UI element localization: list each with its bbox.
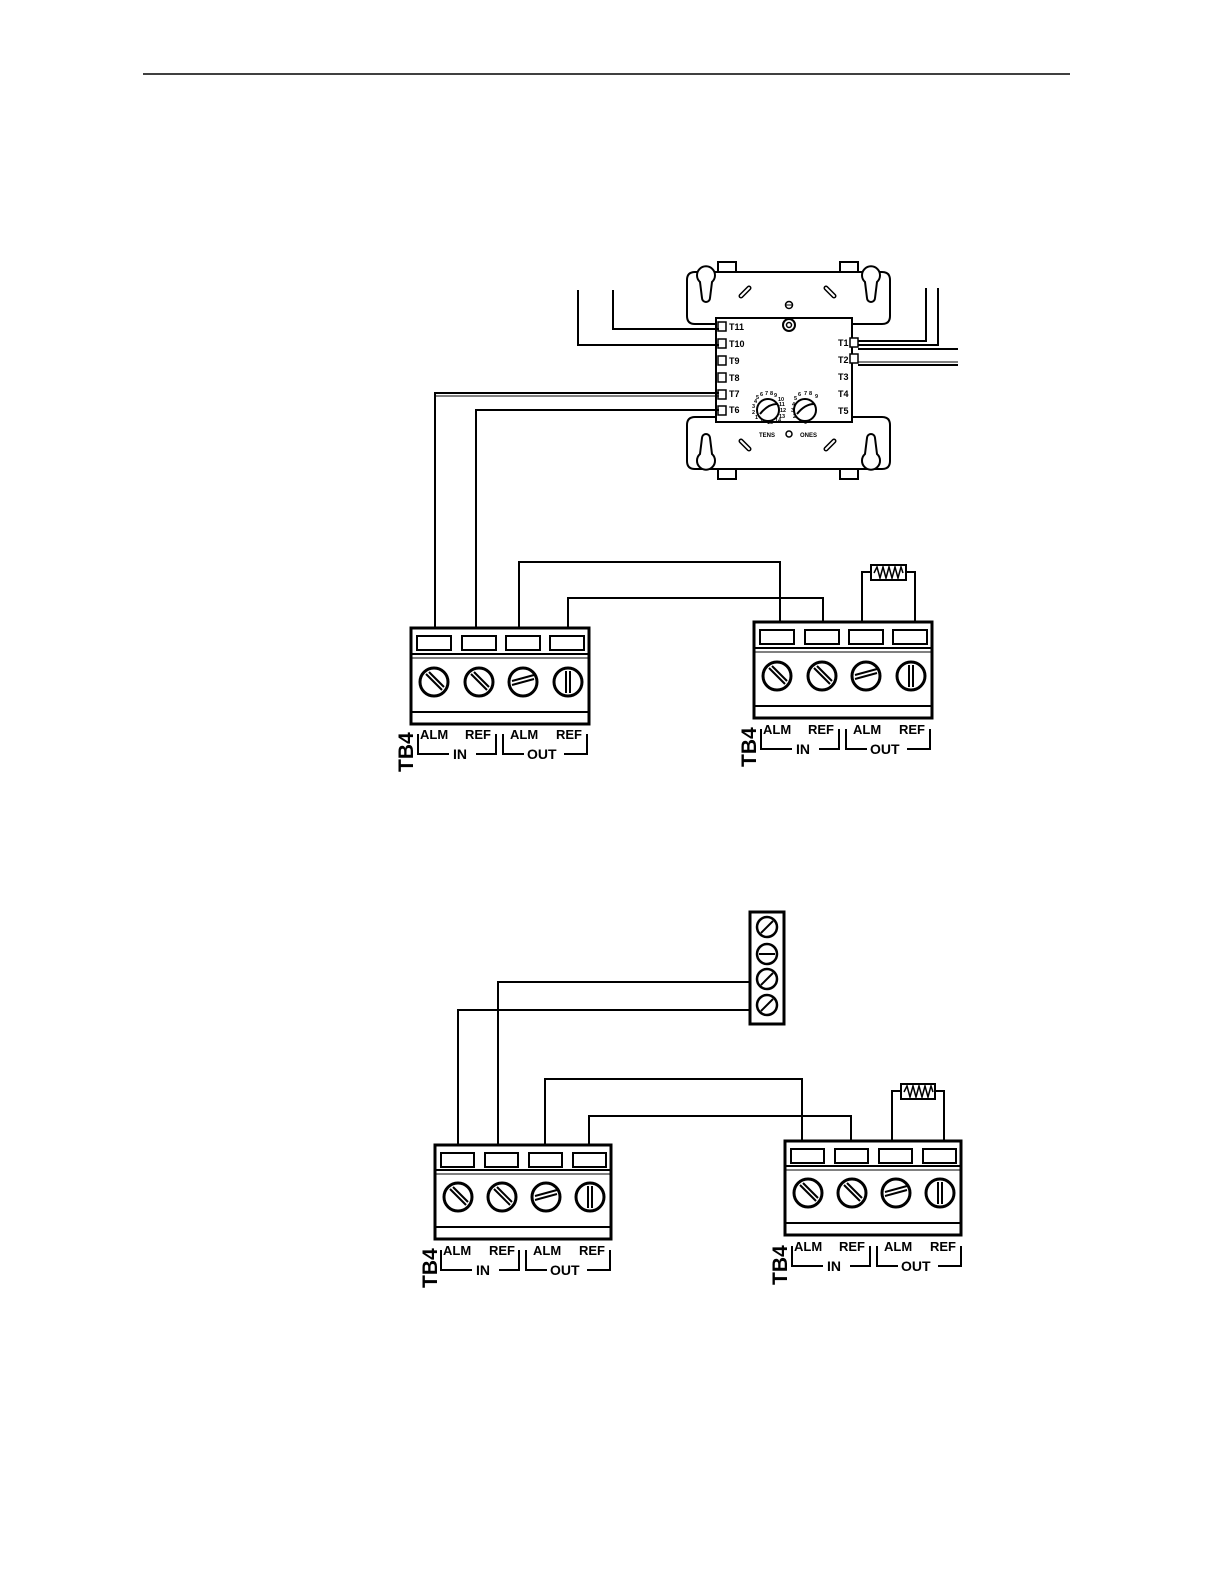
out-group-label: OUT — [901, 1258, 931, 1274]
terminal-label-t6: T6 — [729, 405, 740, 415]
terminal-label-t9: T9 — [729, 356, 740, 366]
ref-out-label: REF — [556, 727, 582, 742]
in-group-label: IN — [453, 746, 467, 762]
alm-in-label: ALM — [420, 727, 448, 742]
svg-text:8: 8 — [770, 391, 773, 397]
out-group-label: OUT — [550, 1262, 580, 1278]
svg-text:6: 6 — [760, 392, 763, 398]
tb4-labels: TB4 ALM REF ALM REF IN OUT — [419, 1243, 610, 1288]
tb4-labels: TB4 ALM REF ALM REF IN OUT — [738, 722, 930, 767]
svg-text:7: 7 — [765, 391, 768, 397]
svg-text:15: 15 — [767, 420, 773, 426]
out-group-label: OUT — [527, 746, 557, 762]
alm-in-label: ALM — [443, 1243, 471, 1258]
terminal-block-tb4 — [411, 628, 589, 724]
tb4-label: TB4 — [769, 1245, 792, 1285]
screw-terminal — [420, 668, 448, 696]
ref-out-label: REF — [930, 1239, 956, 1254]
svg-text:9: 9 — [815, 394, 818, 400]
screw-terminal — [554, 668, 582, 696]
eol-resistor — [901, 1084, 935, 1099]
ref-out-label: REF — [899, 722, 925, 737]
terminal-label-t4: T4 — [838, 389, 849, 399]
ref-in-label: REF — [808, 722, 834, 737]
alm-out-label: ALM — [510, 727, 538, 742]
terminal-block-tb4 — [435, 1145, 611, 1239]
svg-text:9: 9 — [774, 393, 777, 399]
ref-in-label: REF — [465, 727, 491, 742]
svg-text:1: 1 — [755, 415, 758, 421]
alm-in-label: ALM — [763, 722, 791, 737]
svg-text:7: 7 — [804, 391, 807, 397]
in-group-label: IN — [827, 1258, 841, 1274]
terminal-label-t10: T10 — [729, 339, 745, 349]
terminal-label-t7: T7 — [729, 389, 740, 399]
dial-ones-label: ONES — [800, 433, 817, 439]
tb4-labels: TB4 ALM REF ALM REF IN OUT — [769, 1239, 961, 1285]
svg-text:2: 2 — [793, 414, 796, 420]
ref-out-label: REF — [579, 1243, 605, 1258]
svg-text:1: 1 — [798, 419, 801, 425]
terminal-block-tb4 — [785, 1141, 961, 1235]
svg-text:13: 13 — [779, 414, 785, 420]
svg-text:5: 5 — [794, 396, 797, 402]
eol-resistor — [871, 565, 906, 580]
terminal-label-t11: T11 — [729, 322, 744, 332]
alm-in-label: ALM — [794, 1239, 822, 1254]
dial-tens-label: TENS — [759, 433, 775, 439]
out-group-label: OUT — [870, 741, 900, 757]
four-position-terminal-strip — [750, 912, 784, 1024]
screw-terminal — [465, 668, 493, 696]
terminal-label-t3: T3 — [838, 372, 849, 382]
tb4-label: TB4 — [419, 1248, 442, 1288]
top-diagram: T11 T10 T9 T8 T7 T6 T1 T2 T3 T4 T5 4 5 6… — [395, 262, 958, 772]
svg-text:0: 0 — [804, 420, 807, 426]
terminal-label-t8: T8 — [729, 373, 740, 383]
terminal-label-t2: T2 — [838, 355, 849, 365]
tb4-label: TB4 — [395, 732, 418, 772]
bottom-wiring — [458, 982, 944, 1145]
alm-out-label: ALM — [853, 722, 881, 737]
bottom-diagram: TB4 ALM REF ALM REF IN OUT — [419, 912, 961, 1288]
svg-text:5: 5 — [756, 395, 759, 401]
ref-in-label: REF — [489, 1243, 515, 1258]
screw-terminal — [509, 668, 537, 696]
svg-text:0: 0 — [761, 419, 764, 425]
in-group-label: IN — [796, 741, 810, 757]
svg-text:12: 12 — [780, 408, 786, 414]
svg-text:10: 10 — [778, 397, 784, 403]
ref-in-label: REF — [839, 1239, 865, 1254]
addressable-module: T11 T10 T9 T8 T7 T6 T1 T2 T3 T4 T5 4 5 6… — [687, 262, 890, 479]
tb4-label: TB4 — [738, 727, 761, 767]
terminal-label-t1: T1 — [838, 338, 849, 348]
svg-text:8: 8 — [809, 391, 812, 397]
terminal-block-tb4 — [754, 622, 932, 718]
in-group-label: IN — [476, 1262, 490, 1278]
tb4-labels: TB4 ALM REF ALM REF IN OUT — [395, 727, 587, 772]
alm-out-label: ALM — [884, 1239, 912, 1254]
alm-out-label: ALM — [533, 1243, 561, 1258]
terminal-label-t5: T5 — [838, 406, 849, 416]
svg-text:6: 6 — [798, 392, 801, 398]
